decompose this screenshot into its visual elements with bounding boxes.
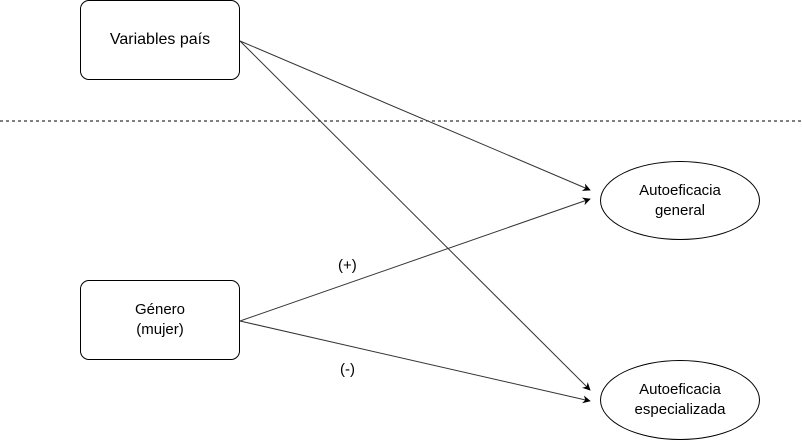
node-variables-pais: Variables país [80,0,240,80]
node-genero: Género (mujer) [80,280,240,360]
node-autoeficacia-general-line-1: Autoeficacia [639,181,721,199]
arrow-genero-to-general [239,197,591,322]
node-variables-pais-label: Variables país [109,31,211,48]
edge-label-negative: (-) [340,361,355,379]
node-genero-line-1: Género [134,301,186,318]
node-autoeficacia-especializada: Autoeficacia especializada [600,360,760,440]
node-autoeficacia-general: Autoeficacia general [600,161,760,240]
node-autoeficacia-general-line-2: general [654,201,706,219]
arrow-variables-to-especializada [239,40,591,391]
arrow-genero-to-especializada [239,320,591,404]
arrow-variables-to-general [239,40,591,191]
edge-label-positive: (+) [338,257,357,275]
node-genero-line-2: (mujer) [136,321,184,338]
node-autoeficacia-especializada-line-2: especializada [634,401,726,418]
node-autoeficacia-especializada-line-1: Autoeficacia [639,381,721,398]
